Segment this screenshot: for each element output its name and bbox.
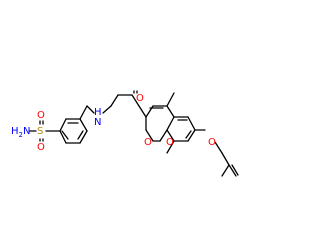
bond-36 xyxy=(187,129,196,142)
bond-43 xyxy=(214,141,223,154)
bond-9 xyxy=(79,130,88,144)
bond-35 xyxy=(187,116,196,131)
bond-26 xyxy=(166,105,175,118)
amine-label: H2N xyxy=(11,126,30,139)
amide-nh-label: H xyxy=(94,107,102,118)
bond-15 xyxy=(79,105,88,120)
chemical-structure-diagram: H2N S O O H N O O O O xyxy=(11,90,239,177)
bond-23 xyxy=(138,105,147,118)
bond-13 xyxy=(77,130,84,140)
bond-14 xyxy=(61,130,69,140)
bond-45 xyxy=(221,164,230,177)
lactone-carbonyl-oxygen: O xyxy=(144,137,152,148)
bond-47 xyxy=(231,164,239,176)
amide-oxygen-label: O xyxy=(136,93,144,104)
bond-28 xyxy=(159,129,168,142)
bond-16 xyxy=(86,105,95,114)
bond-17 xyxy=(102,105,112,114)
sulfonyl-oxygen-top: O xyxy=(37,110,45,121)
bond-18 xyxy=(110,94,119,107)
bond-38 xyxy=(166,129,175,142)
bond-46 xyxy=(228,164,237,177)
bond-8 xyxy=(79,118,88,132)
bond-27 xyxy=(166,116,175,131)
sulfur-label: S xyxy=(37,126,43,137)
bond-30 xyxy=(145,129,154,142)
bonds xyxy=(29,90,239,177)
bond-6 xyxy=(59,118,67,132)
bond-41 xyxy=(166,140,175,154)
sulfonyl-oxygen-bottom: O xyxy=(37,142,45,153)
bond-33 xyxy=(166,92,175,107)
bond-40 xyxy=(185,130,192,139)
bond-44 xyxy=(221,152,230,166)
ether-oxygen: O xyxy=(208,137,216,148)
bond-20 xyxy=(131,94,140,107)
amide-n-label: N xyxy=(94,117,101,128)
bond-11 xyxy=(59,130,67,144)
ring-oxygen: O xyxy=(166,137,174,148)
